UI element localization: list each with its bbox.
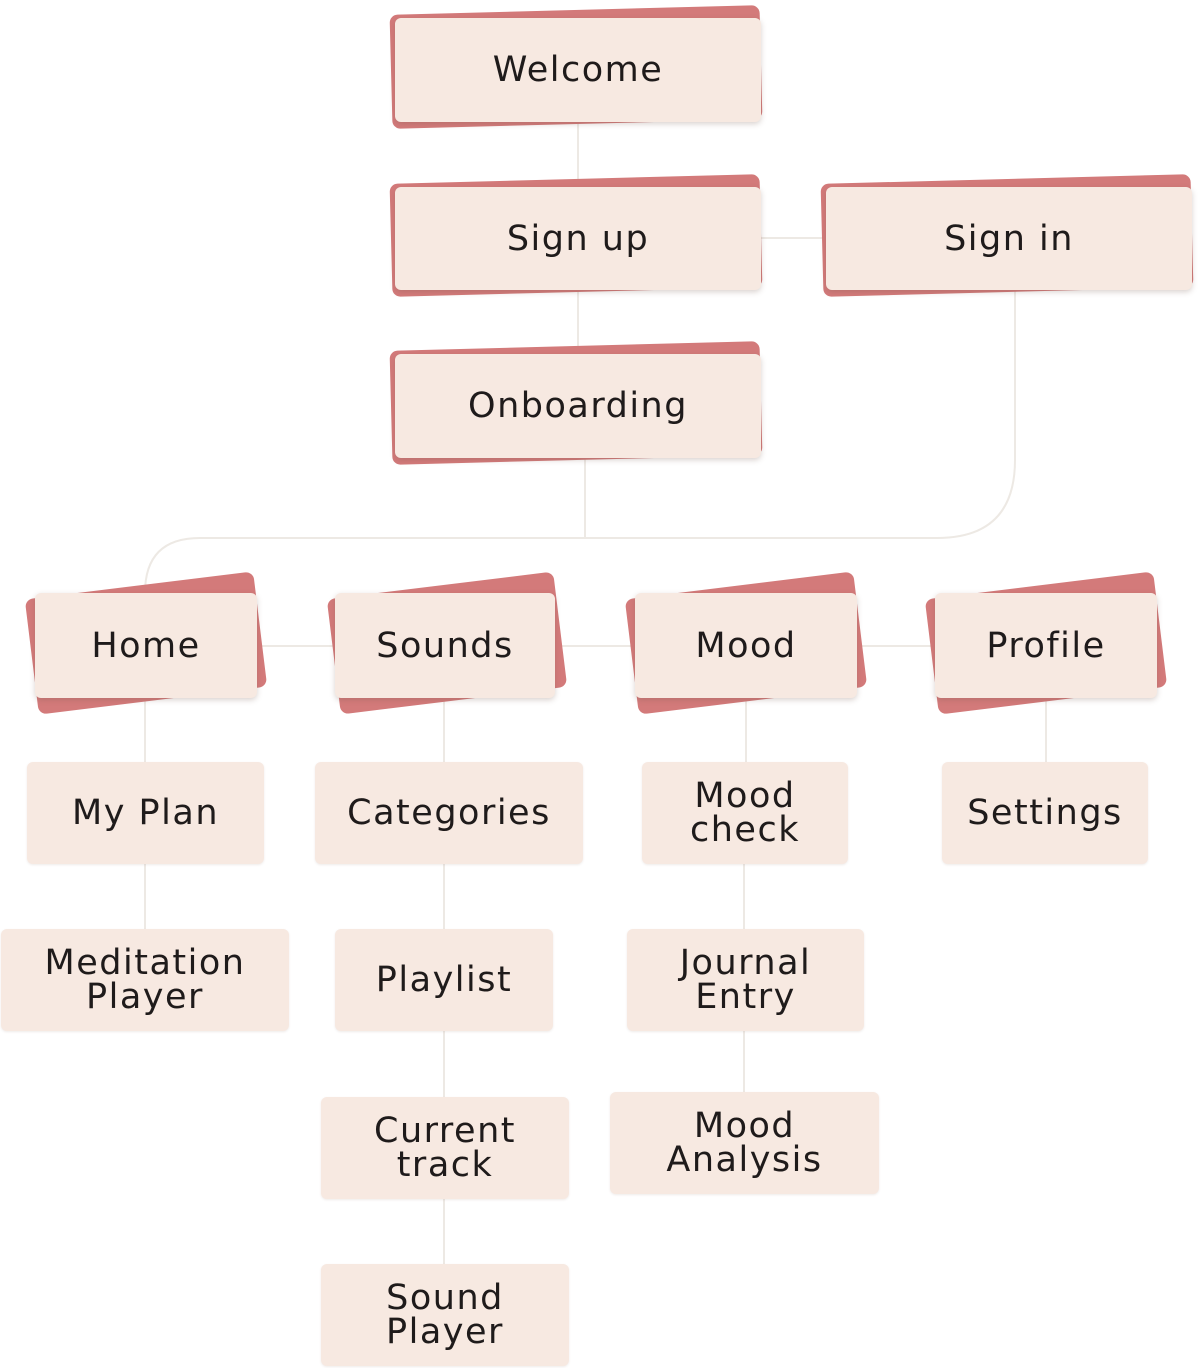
- sound-player-node: Sound Player: [321, 1264, 569, 1366]
- mood-analysis-node: Mood Analysis: [610, 1092, 879, 1194]
- settings-card: Settings: [942, 762, 1148, 864]
- sign-in-card: Sign in: [826, 187, 1192, 290]
- mood-card: Mood: [635, 593, 857, 698]
- sign-in-label: Sign in: [944, 218, 1074, 259]
- my-plan-label: My Plan: [72, 793, 219, 833]
- sign-up-label: Sign up: [506, 218, 650, 259]
- my-plan-node: My Plan: [27, 762, 264, 864]
- sounds-card: Sounds: [335, 593, 555, 698]
- onboarding-card: Onboarding: [395, 354, 761, 458]
- mood-label: Mood: [695, 625, 797, 666]
- meditation-player-label: Meditation Player: [44, 943, 246, 1017]
- sounds-node: Sounds: [326, 571, 568, 715]
- current-track-label: Current track: [374, 1111, 516, 1185]
- mood-node: Mood: [624, 571, 868, 715]
- sign-in-node: Sign in: [820, 174, 1194, 297]
- sound-player-card: Sound Player: [321, 1264, 569, 1366]
- categories-node: Categories: [315, 762, 583, 864]
- my-plan-card: My Plan: [27, 762, 264, 864]
- home-card: Home: [35, 593, 257, 698]
- playlist-label: Playlist: [375, 960, 513, 1000]
- journal-entry-card: Journal Entry: [627, 929, 864, 1031]
- welcome-label: Welcome: [492, 50, 664, 90]
- settings-node: Settings: [942, 762, 1148, 864]
- mood-check-label: Mood check: [690, 776, 800, 850]
- mood-check-node: Mood check: [642, 762, 848, 864]
- current-track-card: Current track: [321, 1097, 569, 1199]
- meditation-player-card: Meditation Player: [1, 929, 289, 1031]
- playlist-card: Playlist: [335, 929, 553, 1031]
- profile-node: Profile: [924, 571, 1168, 715]
- connector-branch-home: [144, 537, 585, 594]
- journal-entry-label: Journal Entry: [679, 943, 812, 1017]
- sign-up-node: Sign up: [389, 174, 763, 297]
- welcome-card: Welcome: [395, 18, 761, 122]
- mood-analysis-card: Mood Analysis: [610, 1092, 879, 1194]
- sound-player-label: Sound Player: [386, 1278, 504, 1352]
- categories-card: Categories: [315, 762, 583, 864]
- categories-label: Categories: [347, 793, 551, 833]
- profile-card: Profile: [935, 593, 1157, 698]
- profile-label: Profile: [986, 625, 1106, 666]
- welcome-node: Welcome: [389, 5, 763, 129]
- onboarding-label: Onboarding: [468, 386, 688, 426]
- playlist-node: Playlist: [335, 929, 553, 1031]
- mood-analysis-label: Mood Analysis: [666, 1106, 823, 1180]
- mood-check-card: Mood check: [642, 762, 848, 864]
- sign-up-card: Sign up: [395, 187, 761, 290]
- home-label: Home: [91, 625, 201, 666]
- connector-signin-branch: [585, 290, 1016, 539]
- settings-label: Settings: [967, 793, 1123, 833]
- current-track-node: Current track: [321, 1097, 569, 1199]
- journal-entry-node: Journal Entry: [627, 929, 864, 1031]
- sounds-label: Sounds: [376, 625, 514, 666]
- home-node: Home: [24, 571, 268, 715]
- meditation-player-node: Meditation Player: [1, 929, 289, 1031]
- onboarding-node: Onboarding: [389, 341, 763, 465]
